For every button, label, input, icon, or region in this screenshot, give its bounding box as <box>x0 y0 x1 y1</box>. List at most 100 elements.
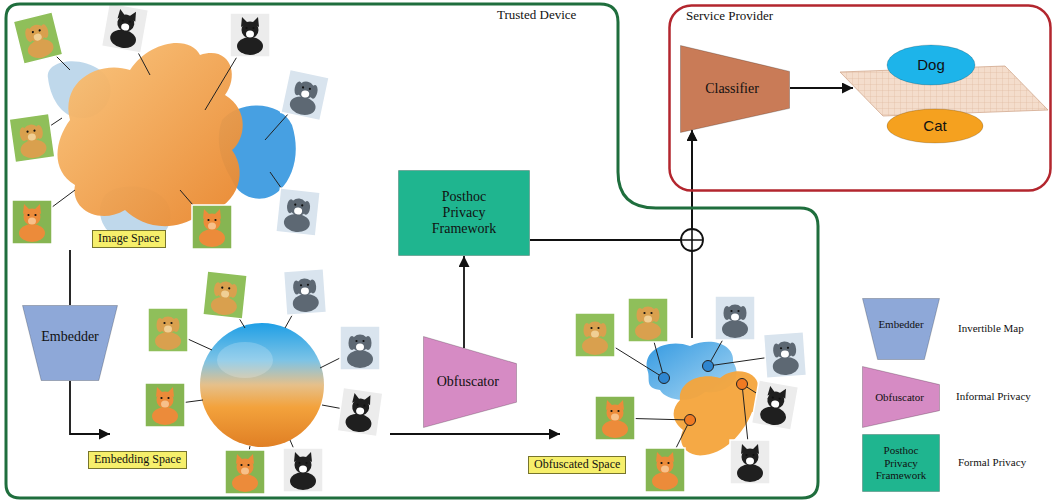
animal-body <box>722 320 748 338</box>
class-ellipse: Cat <box>886 108 984 144</box>
sum-cross <box>681 229 703 251</box>
animal-muzzle <box>611 414 619 421</box>
animal-muzzle <box>299 466 307 473</box>
sample-dot <box>659 373 670 384</box>
animal-muzzle <box>164 326 172 333</box>
photo-frame <box>145 383 185 427</box>
photo-frame <box>751 380 798 430</box>
text-wrap: Cat <box>900 110 971 142</box>
photo-frame <box>9 113 55 162</box>
animal-head <box>352 335 369 352</box>
animal-body <box>283 213 311 234</box>
text-wrap: Embedder <box>873 302 929 346</box>
animal-head <box>295 457 312 474</box>
sum-junction <box>681 229 703 251</box>
shape-outline <box>887 45 975 85</box>
text-wrap: Obfuscator <box>428 353 508 412</box>
label-holder: Service Provider <box>686 9 773 24</box>
animal-muzzle <box>221 290 230 298</box>
label-holder: Obfuscated Space <box>528 456 626 474</box>
animal-muzzle <box>661 466 669 473</box>
photo-thumbnail <box>764 332 807 379</box>
photo-frame <box>715 296 755 340</box>
animal-muzzle <box>33 33 42 42</box>
sample-dot <box>737 379 748 390</box>
photo-thumbnail <box>284 269 327 316</box>
provider-region: Service ProviderClassifier DogCat <box>668 4 1052 192</box>
animal-eye <box>650 312 652 314</box>
legend-label: Invertible Map <box>958 322 1024 334</box>
photo-thumbnail <box>12 200 52 244</box>
shape-label: Dog <box>917 56 945 73</box>
animal-muzzle <box>356 344 364 351</box>
animal-body <box>210 296 238 317</box>
animal-eye <box>778 397 781 400</box>
photo-thumbnail <box>751 380 798 430</box>
animal-head <box>160 317 177 334</box>
animal-eye <box>771 396 774 399</box>
connector-arrow <box>463 256 465 348</box>
shape-label: Obfuscator <box>437 374 499 390</box>
animal-muzzle <box>27 133 36 141</box>
photo-thumbnail <box>645 448 685 492</box>
photo-frame <box>645 448 685 492</box>
provider-outline <box>670 6 1051 191</box>
animal-eye <box>305 462 307 464</box>
sample-dot <box>703 361 714 372</box>
animal-muzzle <box>781 350 789 358</box>
animal-muzzle <box>771 400 780 408</box>
photo-frame <box>101 3 148 53</box>
photo-frame <box>12 200 52 244</box>
animal-eye <box>27 214 29 216</box>
animal-body <box>582 337 608 355</box>
animal-body <box>292 293 319 313</box>
animal-head <box>640 307 657 324</box>
embedder-block: Embedder <box>22 305 118 381</box>
region-label: Trusted Device <box>497 8 576 23</box>
photo-frame <box>225 450 265 494</box>
animal-eye <box>667 462 669 464</box>
legend-shape: Obfuscator <box>862 366 940 428</box>
animal-eye <box>128 20 131 23</box>
photo-thumbnail <box>145 383 185 427</box>
photo-frame <box>230 13 270 57</box>
animal-eye <box>228 287 230 289</box>
animal-head <box>216 281 235 300</box>
animal-eye <box>355 340 357 342</box>
embedding-sphere <box>200 323 324 447</box>
shape-outline <box>681 46 790 133</box>
animal-head <box>157 392 174 409</box>
animal-eye <box>590 327 592 329</box>
animal-head <box>289 198 308 217</box>
privacy-box: Posthoc Privacy Framework <box>398 170 530 256</box>
animal-eye <box>730 310 732 312</box>
animal-eye <box>301 204 303 206</box>
animal-head <box>607 405 624 422</box>
animal-muzzle <box>246 31 254 38</box>
photo-frame <box>340 326 380 370</box>
animal-eye <box>617 410 619 412</box>
animal-eye <box>302 86 305 89</box>
space-region: Obfuscated Space <box>560 338 800 490</box>
animal-eye <box>170 322 172 324</box>
animal-body <box>19 138 47 159</box>
animal-muzzle <box>208 223 216 230</box>
photo-thumbnail <box>9 113 55 162</box>
photo-thumbnail <box>276 188 320 236</box>
text-wrap: Embedder <box>35 309 104 364</box>
photo-thumbnail <box>101 3 148 53</box>
photo-thumbnail <box>730 440 770 484</box>
classifier-block: Classifier <box>680 45 790 133</box>
text-wrap: Posthoc Privacy Framework <box>424 174 504 252</box>
connector-arrow <box>390 433 560 435</box>
animal-eye <box>307 284 309 286</box>
class-ellipse: Dog <box>886 44 976 86</box>
animal-head <box>776 341 794 359</box>
animal-body <box>652 472 678 490</box>
animal-eye <box>643 312 645 314</box>
photo-frame <box>764 332 807 379</box>
animal-head <box>116 13 136 33</box>
legend-shape: Embedder <box>862 298 940 360</box>
animal-body <box>635 322 661 340</box>
legend-label: Informal Privacy <box>956 390 1031 402</box>
